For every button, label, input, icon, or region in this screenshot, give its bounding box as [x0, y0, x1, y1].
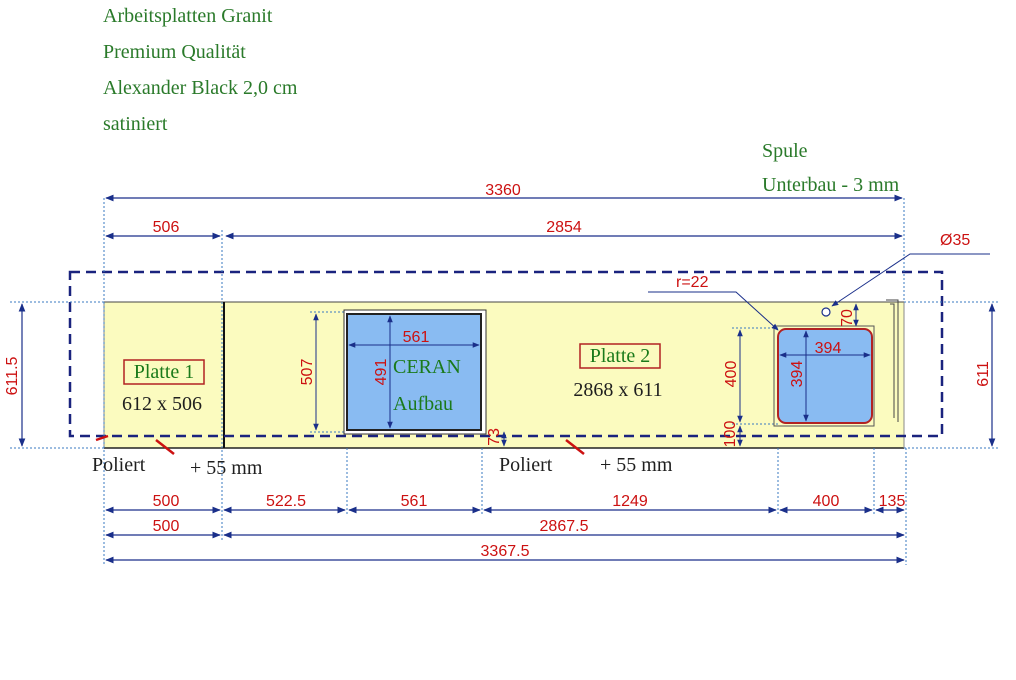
dim-bottom-6: 135 [879, 493, 906, 510]
header-line-3: Alexander Black 2,0 cm [103, 77, 298, 99]
ceran-cutout [346, 313, 482, 431]
spule-title: Spule [762, 140, 808, 162]
tap-hole-label: Ø35 [940, 232, 970, 249]
platte-1-name-box [123, 359, 205, 385]
radius-leader [648, 291, 779, 331]
bottom-dimension-lines [105, 506, 905, 564]
platte-2-edge-extra: + 55 mm [600, 454, 673, 476]
dim-top-right: 2854 [546, 219, 582, 236]
ceran-label-1: CERAN [393, 356, 461, 378]
dim-bottom-total: 3367.5 [481, 543, 530, 560]
backsplash-line-1 [886, 299, 899, 422]
dim-bottom-1: 500 [153, 493, 180, 510]
dim-bottom-row2-2: 2867.5 [540, 518, 589, 535]
sink-height: 394 [789, 361, 806, 388]
platte-2-edge: Poliert [499, 454, 553, 476]
sink-width: 394 [815, 340, 842, 357]
dim-bottom-3: 561 [401, 493, 428, 510]
dim-bottom-2: 522.5 [266, 493, 306, 510]
platte-1-edge: Poliert [92, 454, 146, 476]
dim-top-left: 506 [153, 219, 180, 236]
sink-outer-height: 400 [723, 361, 740, 388]
backsplash-line-2 [890, 303, 895, 418]
tap-hole-icon [821, 307, 831, 317]
header-line-4: satiniert [103, 113, 168, 135]
dim-left-height: 611.5 [4, 356, 21, 395]
ceran-label-2: Aufbau [393, 393, 453, 415]
sink-top-offset: 70 [839, 309, 856, 327]
ceran-height: 491 [373, 359, 390, 386]
sink-outer-frame [773, 325, 875, 427]
dim-right-height: 611 [975, 361, 992, 387]
platte-1-edge-extra: + 55 mm [190, 457, 263, 479]
dim-bottom-row2-1: 500 [153, 518, 180, 535]
platte-1-size: 612 x 506 [122, 393, 202, 415]
sink-bottom: 100 [722, 421, 739, 448]
top-dimension-lines [105, 194, 903, 240]
dim-top-total: 3360 [485, 182, 521, 199]
dim-bottom-4: 1249 [612, 493, 648, 510]
platte-2-name: Platte 2 [590, 345, 651, 367]
tap-hole-leader [831, 253, 990, 307]
platte-2-name-box [579, 343, 661, 369]
polished-edge-marks [95, 434, 585, 455]
ceran-outer-height: 507 [299, 359, 316, 386]
ceran-offset: 73 [486, 428, 503, 446]
platte-2-size: 2868 x 611 [573, 379, 662, 401]
extension-lines [10, 198, 998, 565]
ceran-width: 561 [403, 329, 430, 346]
platte-1-name: Platte 1 [134, 361, 195, 383]
dim-bottom-5: 400 [813, 493, 840, 510]
header-line-2: Premium Qualität [103, 41, 246, 63]
spule-subtitle: Unterbau - 3 mm [762, 174, 900, 196]
header-line-1: Arbeitsplatten Granit [103, 5, 273, 27]
radius-label: r=22 [676, 274, 709, 291]
